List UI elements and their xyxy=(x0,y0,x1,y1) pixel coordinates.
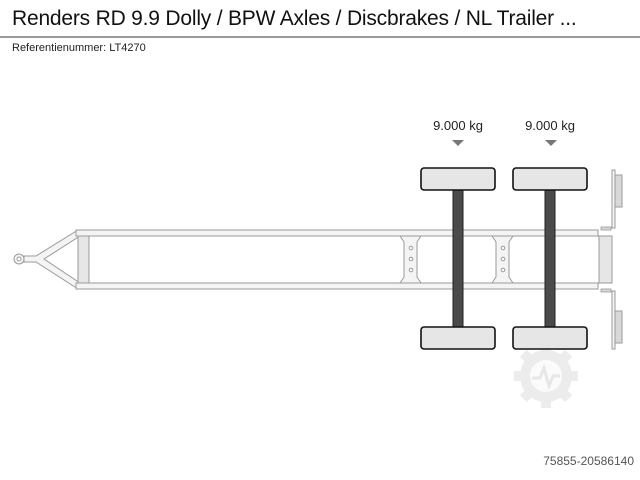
listing-code: 75855-20586140 xyxy=(543,454,634,468)
axle-2-load-label: 9.000 kg xyxy=(525,118,575,133)
wheel-icon xyxy=(420,326,496,350)
axle-1-load-label: 9.000 kg xyxy=(433,118,483,133)
axle-1 xyxy=(452,189,464,328)
wheel-icon xyxy=(420,167,496,191)
drawbar-eye-icon xyxy=(13,253,25,265)
load-arrow-icon xyxy=(545,140,557,146)
reference-number: Referentienummer: LT4270 xyxy=(12,42,146,54)
page-title: Renders RD 9.9 Dolly / BPW Axles / Discb… xyxy=(12,7,577,30)
axle-2 xyxy=(544,189,556,328)
wheel-icon xyxy=(512,326,588,350)
wheel-icon xyxy=(512,167,588,191)
load-arrow-icon xyxy=(452,140,464,146)
title-divider xyxy=(0,36,640,38)
